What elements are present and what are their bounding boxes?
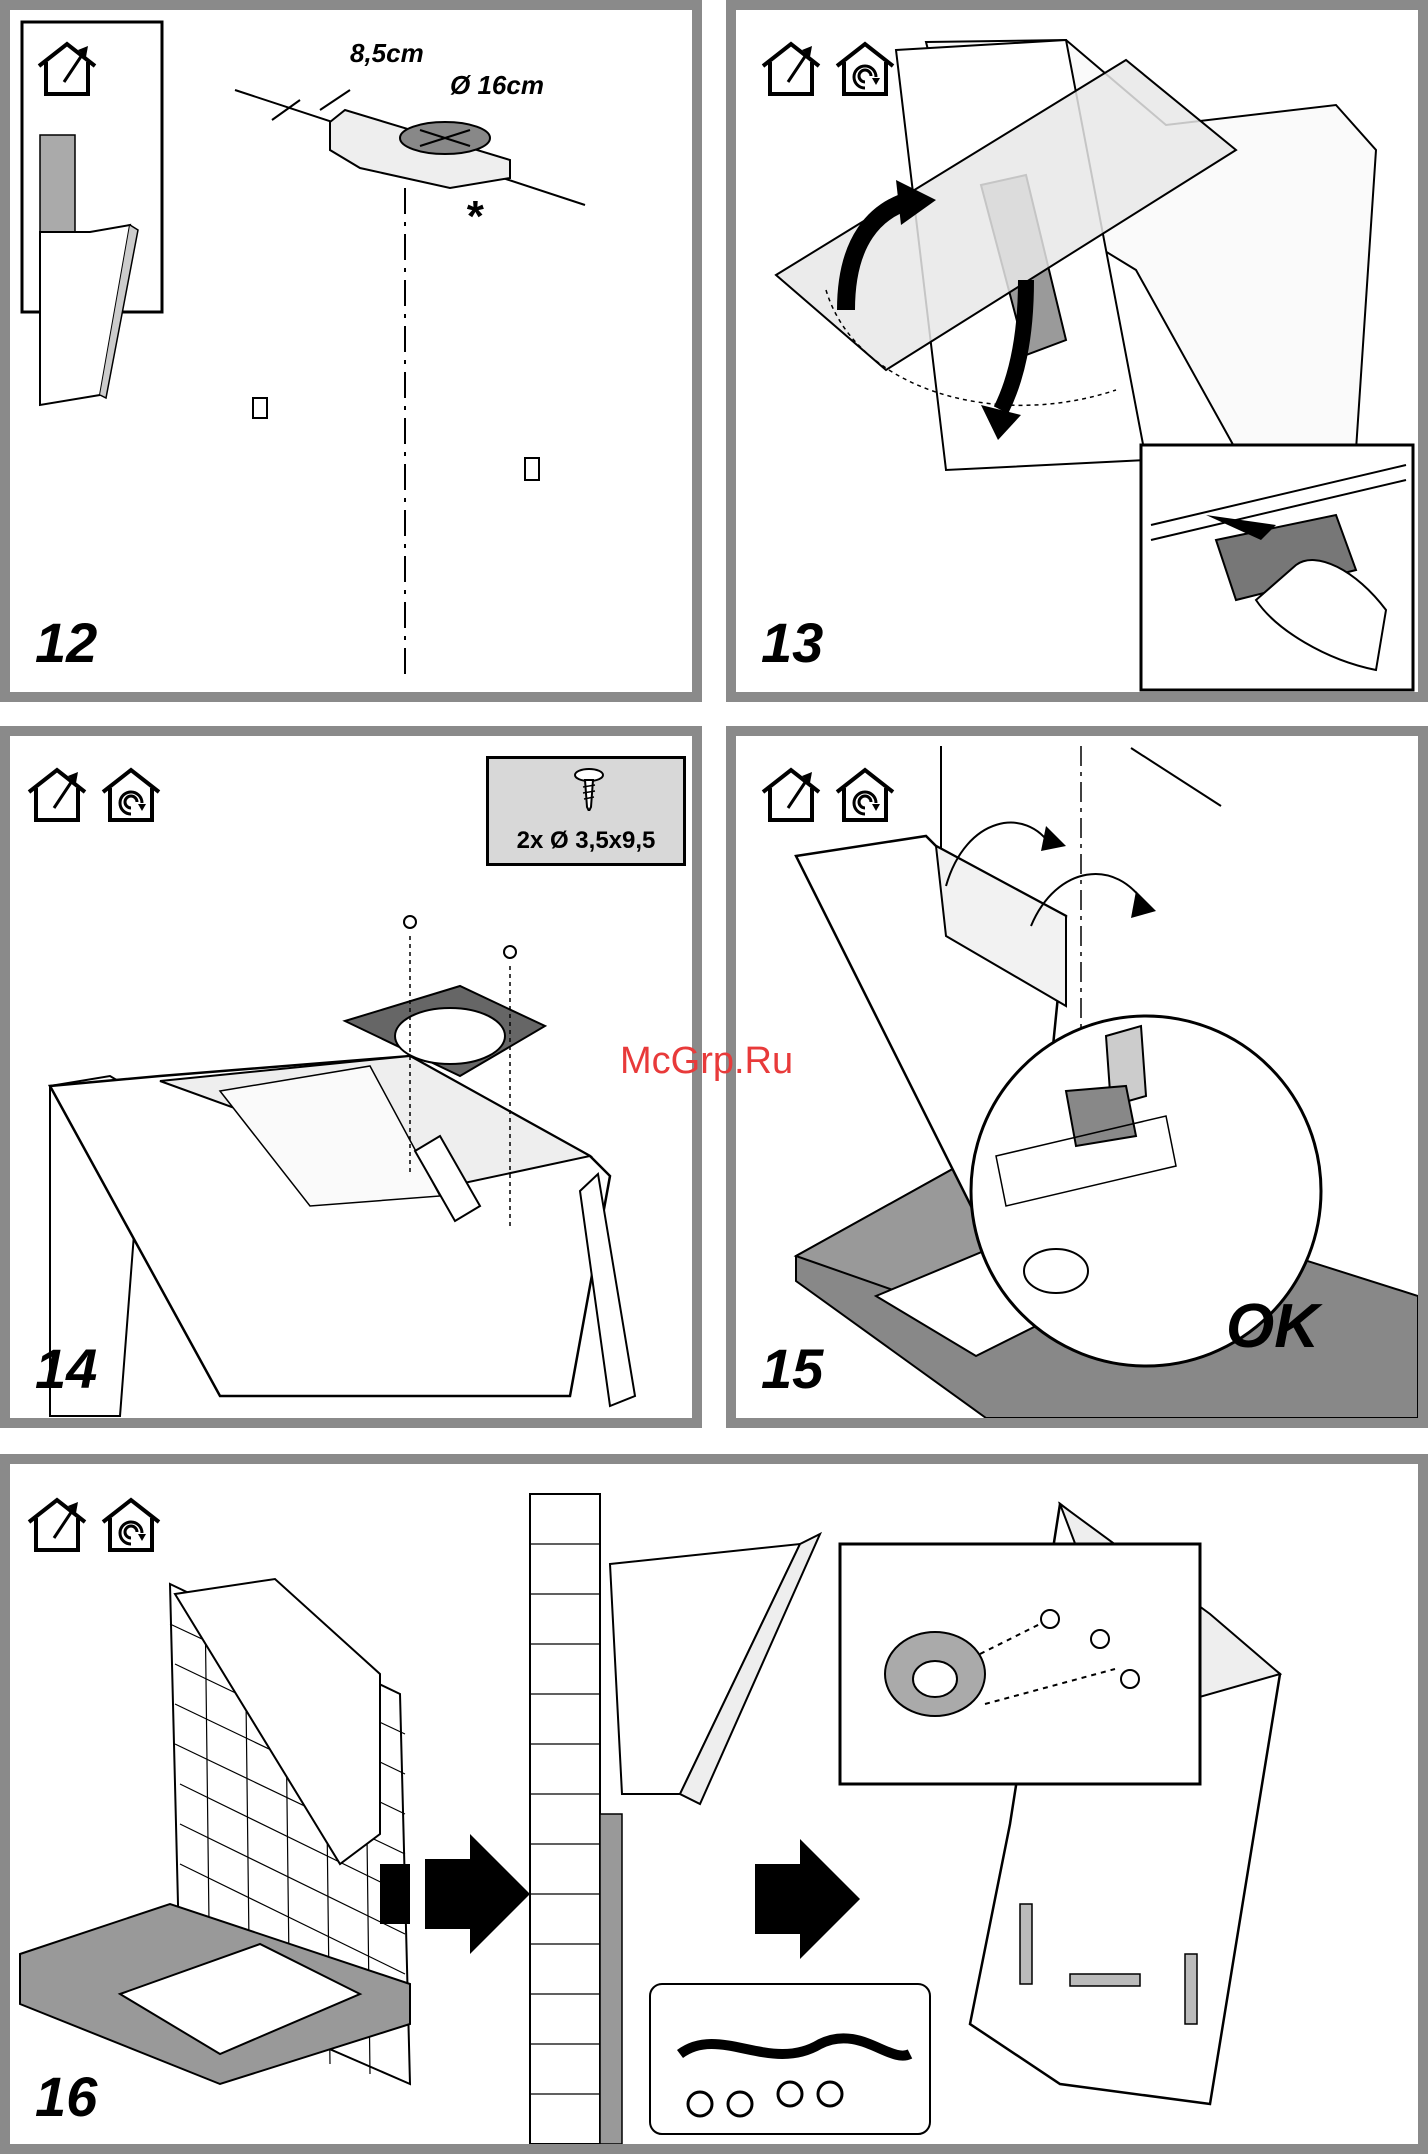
ducted-exhaust-house-icon — [24, 1494, 90, 1556]
screw-spec-box: 2x Ø 3,5x9,5 — [486, 756, 686, 866]
ok-label: OK — [1226, 1296, 1319, 1358]
recirculation-house-icon — [832, 764, 898, 826]
panel-step-15: OK 15 — [726, 726, 1428, 1428]
ducted-exhaust-house-icon — [758, 764, 824, 826]
asterisk-label: * — [465, 195, 482, 239]
hood-installation-overview-illustration — [10, 1464, 1418, 2144]
screw-spec-label: 2x Ø 3,5x9,5 — [489, 827, 683, 855]
panel-step-13: 13 — [726, 0, 1428, 702]
recirculation-house-icon — [98, 1494, 164, 1556]
panel-step-14: 2x Ø 3,5x9,5 14 — [0, 726, 702, 1428]
step-number: 14 — [35, 1341, 97, 1397]
dimension-diameter-label: Ø 16cm — [450, 72, 544, 98]
panel-step-16: 16 — [0, 1454, 1428, 2154]
recirculation-house-icon — [832, 38, 898, 100]
step-number: 12 — [35, 615, 97, 671]
screw-icon — [569, 767, 609, 811]
ducted-exhaust-house-icon — [758, 38, 824, 100]
ducted-exhaust-house-icon — [34, 38, 100, 100]
step-number: 16 — [35, 2069, 97, 2125]
ceiling-bracket-illustration — [10, 10, 692, 692]
recirculation-house-icon — [98, 764, 164, 826]
watermark-text: McGrp.Ru — [620, 1040, 793, 1083]
panel-step-12: 8,5cm Ø 16cm * 12 — [0, 0, 702, 702]
step-number: 13 — [761, 615, 823, 671]
step-number: 15 — [761, 1341, 823, 1397]
dimension-width-label: 8,5cm — [350, 40, 424, 66]
ducted-exhaust-house-icon — [24, 764, 90, 826]
glass-panel-removal-illustration — [736, 10, 1418, 692]
